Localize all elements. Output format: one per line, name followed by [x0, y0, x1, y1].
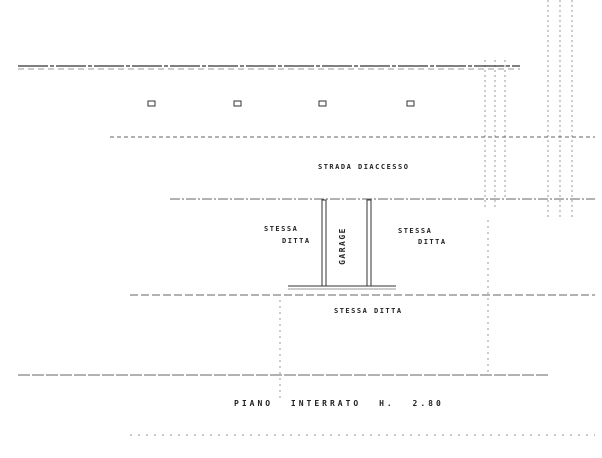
garage-wall-left [321, 199, 327, 287]
pillar [318, 100, 327, 107]
garage-label: GARAGE [338, 227, 347, 265]
bottom-owner-label: STESSA DITTA [334, 307, 403, 315]
pillar [406, 100, 415, 107]
drawing-title: PIANO INTERRATO H. 2.80 [234, 399, 444, 408]
right-owner-label: STESSA [398, 227, 433, 235]
pillar [233, 100, 242, 107]
pillar [147, 100, 156, 107]
left-owner-label: STESSA [264, 225, 299, 233]
road-label: STRADA DIACCESSO [318, 163, 410, 171]
left-owner-label-2: DITTA [282, 237, 311, 245]
right-owner-label-2: DITTA [418, 238, 447, 246]
garage-wall-right [366, 199, 372, 287]
